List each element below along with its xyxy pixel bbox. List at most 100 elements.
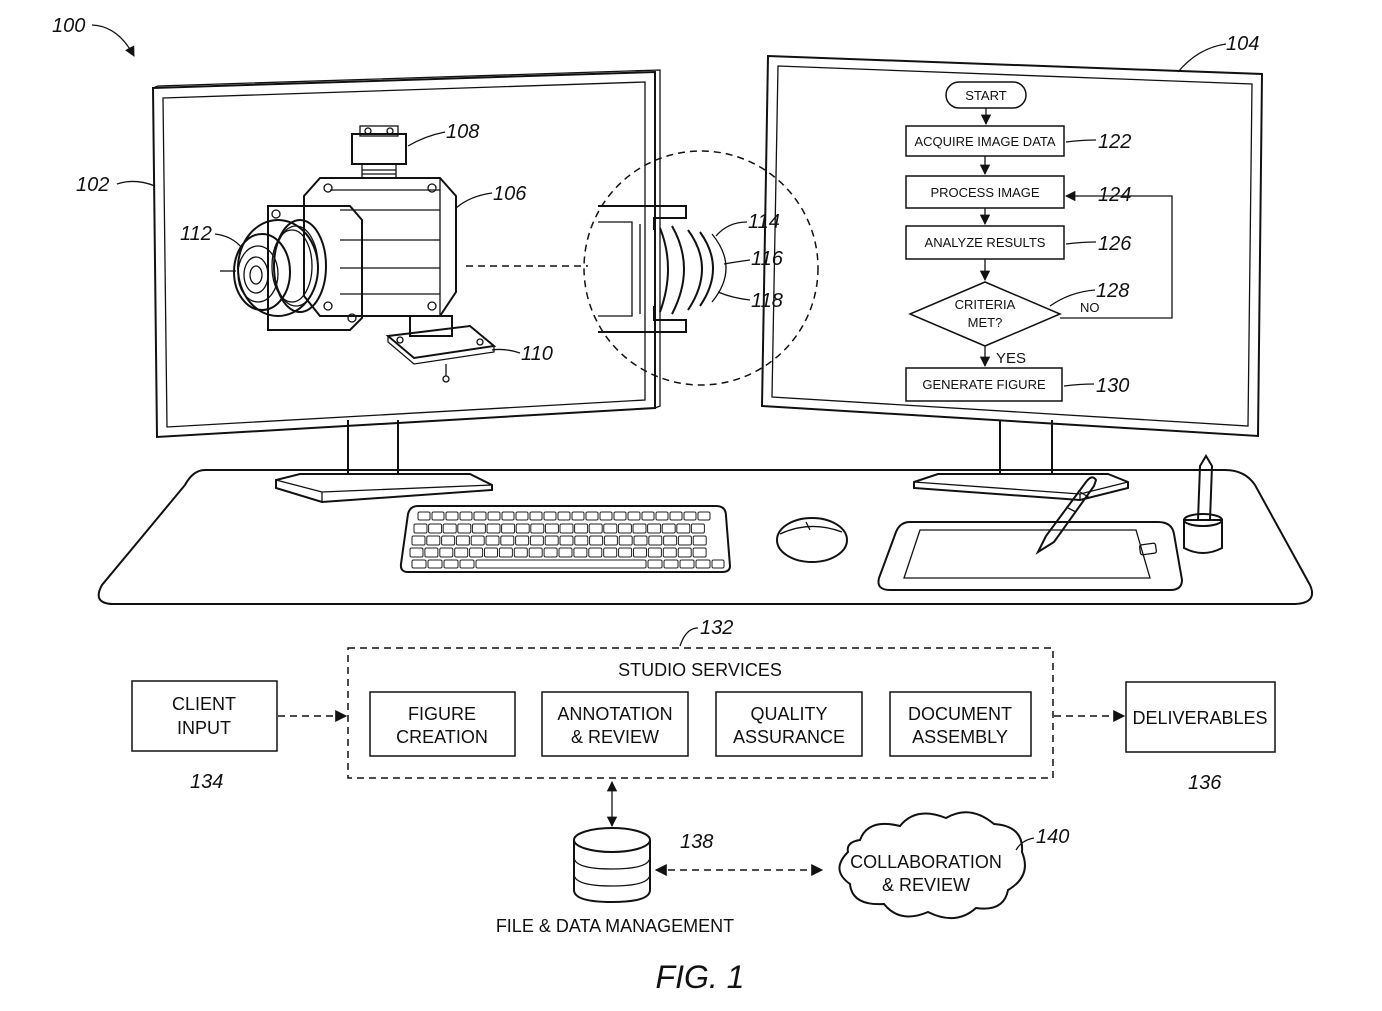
- collaboration-cloud: COLLABORATION & REVIEW 140: [838, 811, 1069, 919]
- ref-112-label: 112: [180, 223, 212, 245]
- keyboard-key: [424, 547, 439, 558]
- keyboard-key: [473, 511, 487, 521]
- flow-start-label: START: [965, 88, 1006, 103]
- flow-acquire-label: ACQUIRE IMAGE DATA: [914, 134, 1055, 149]
- flow-process: [905, 175, 1065, 209]
- keyboard-key: [599, 511, 613, 521]
- keyboard-key: [647, 559, 663, 569]
- keyboard-key: [669, 511, 683, 521]
- keyboard-key: [411, 535, 426, 546]
- keyboard-key: [603, 547, 618, 558]
- keyboard-key: [559, 523, 574, 534]
- keyboard-key: [486, 523, 501, 534]
- keyboard-key: [469, 547, 484, 558]
- drawing-tablet: [877, 476, 1184, 591]
- keyboard-key: [439, 547, 454, 558]
- keyboard-key: [679, 559, 695, 569]
- service-quality-assurance: [715, 691, 863, 757]
- keyboard-key: [641, 511, 655, 521]
- keyboard-key: [574, 535, 589, 546]
- keyboard-key: [695, 559, 711, 569]
- keyboard-key: [409, 547, 424, 558]
- ref-118: 118: [717, 290, 783, 312]
- keyboard-key: [690, 523, 705, 534]
- service-figure-creation: [369, 691, 516, 757]
- keyboard-key: [501, 511, 515, 521]
- keyboard-key: [559, 535, 574, 546]
- keyboard-key: [676, 523, 691, 534]
- ref-108-label: 108: [446, 121, 479, 143]
- keyboard-key: [677, 547, 692, 558]
- ref-118-label: 118: [751, 290, 783, 312]
- flow-process-label: PROCESS IMAGE: [930, 185, 1039, 200]
- flow-refs: 122 124 126 128 130: [1049, 131, 1132, 397]
- keyboard-key: [692, 535, 707, 546]
- ref-138-label: 138: [680, 831, 713, 853]
- keyboard-key: [515, 511, 529, 521]
- keyboard-key: [417, 511, 431, 521]
- ref-126-label: 126: [1098, 233, 1132, 255]
- flow-decision-line1: CRITERIA: [955, 297, 1016, 312]
- client-input-line2: INPUT: [177, 718, 231, 738]
- keyboard-key: [589, 535, 604, 546]
- keyboard-key: [515, 523, 530, 534]
- ref-136-label: 136: [1188, 772, 1222, 794]
- keyboard-key: [411, 559, 427, 569]
- keyboard-key: [648, 535, 663, 546]
- keyboard-key: [529, 535, 544, 546]
- ref-134-label: 134: [190, 771, 223, 793]
- deliverables: DELIVERABLES 136: [1054, 681, 1276, 794]
- service-quality-line1: QUALITY: [750, 704, 827, 724]
- flow-analyze-label: ANALYZE RESULTS: [925, 235, 1046, 250]
- ref-104: 104: [1177, 33, 1259, 73]
- ref-132: 132: [679, 617, 733, 647]
- keyboard: [399, 505, 732, 573]
- ref-122-label: 122: [1098, 131, 1131, 153]
- keyboard-key: [574, 523, 589, 534]
- keyboard-key: [633, 535, 648, 546]
- keyboard-key: [543, 547, 558, 558]
- keyboard-key: [603, 523, 618, 534]
- keyboard-key: [413, 523, 428, 534]
- keyboard-key: [459, 559, 475, 569]
- figure-caption: FIG. 1: [656, 959, 745, 995]
- keyboard-key: [427, 559, 443, 569]
- keyboard-key: [603, 535, 618, 546]
- ref-102: 102: [76, 174, 156, 196]
- keyboard-key: [613, 511, 627, 521]
- keyboard-key: [501, 523, 516, 534]
- ref-128-label: 128: [1096, 280, 1129, 302]
- keyboard-key: [441, 535, 456, 546]
- right-monitor: [760, 54, 1264, 502]
- flow-no-label: NO: [1080, 300, 1100, 315]
- keyboard-key: [471, 523, 486, 534]
- keyboard-key: [513, 547, 528, 558]
- service-document-line1: DOCUMENT: [908, 704, 1012, 724]
- service-figure-creation-line2: CREATION: [396, 727, 488, 747]
- service-figure-creation-line1: FIGURE: [408, 704, 476, 724]
- collaboration-line1: COLLABORATION: [850, 852, 1002, 872]
- ref-110-label: 110: [521, 343, 553, 365]
- service-document-assembly: [889, 691, 1032, 757]
- keyboard-key: [485, 535, 500, 546]
- left-monitor: [151, 69, 661, 504]
- flow-decision-line2: MET?: [968, 315, 1003, 330]
- keyboard-key: [442, 523, 457, 534]
- keyboard-key: [470, 535, 485, 546]
- keyboard-key: [426, 535, 441, 546]
- keyboard-key: [500, 535, 515, 546]
- keyboard-key: [459, 511, 473, 521]
- ref-102-label: 102: [76, 174, 109, 196]
- keyboard-key: [697, 511, 711, 521]
- service-document-line2: ASSEMBLY: [912, 727, 1008, 747]
- ref-114: 114: [715, 211, 780, 237]
- keyboard-key: [443, 559, 459, 569]
- keyboard-key: [588, 523, 603, 534]
- keyboard-key: [588, 547, 603, 558]
- keyboard-key: [529, 511, 543, 521]
- ref-130-label: 130: [1096, 375, 1129, 397]
- ref-114-label: 114: [748, 211, 780, 233]
- keyboard-key: [683, 511, 697, 521]
- pen-holder: [1183, 454, 1223, 554]
